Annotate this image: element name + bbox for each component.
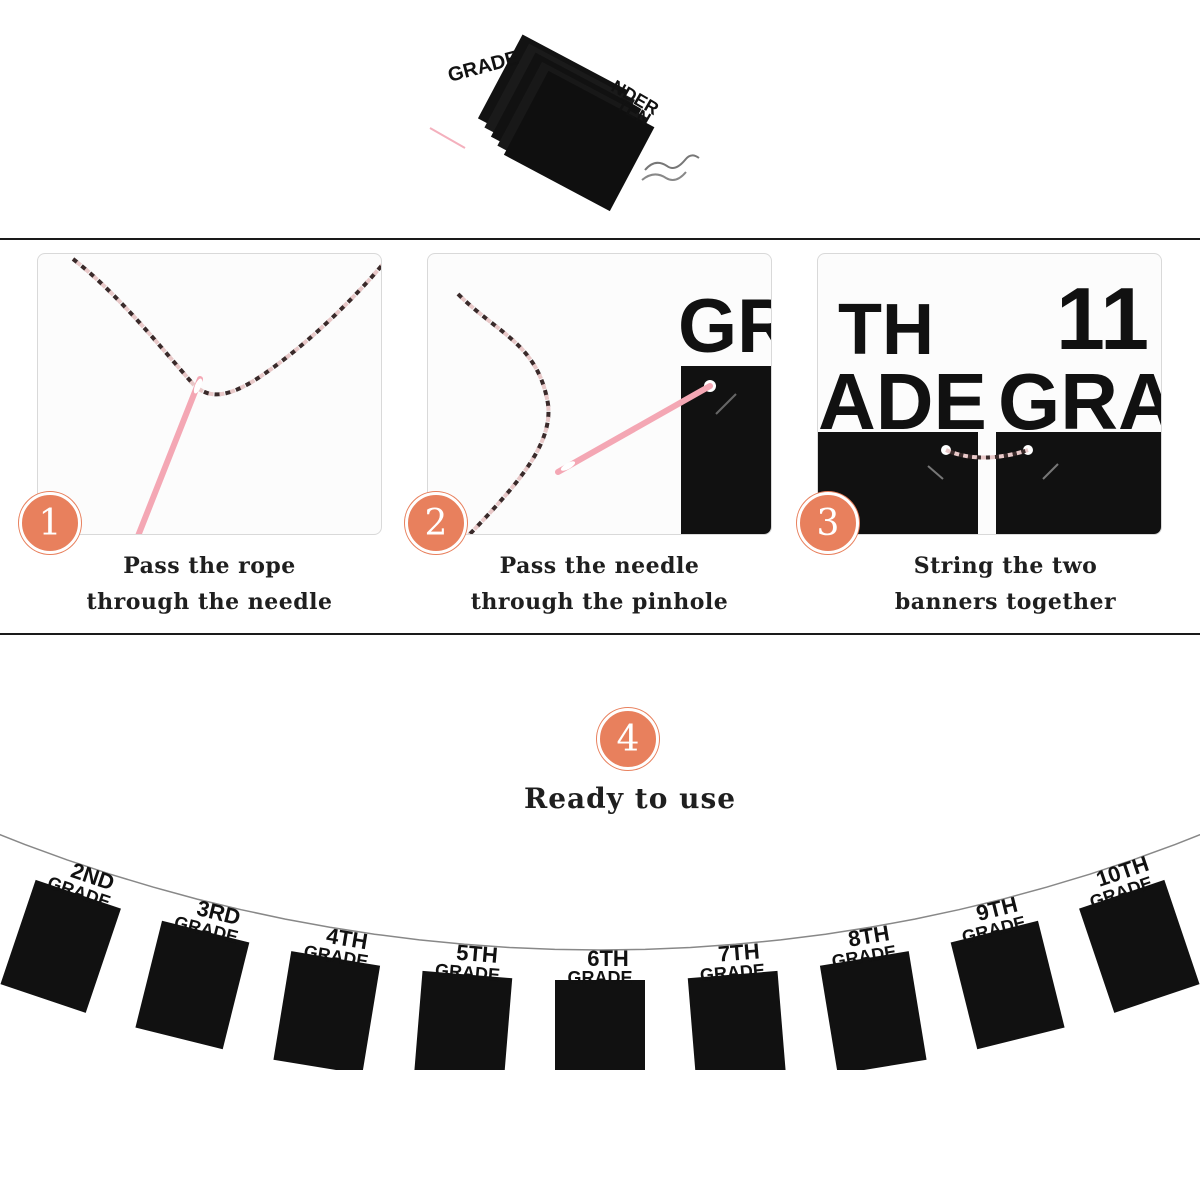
ready-caption: Ready to use [523,782,737,815]
banner-card-body [555,980,645,1070]
banner-label-top: 5TH [455,940,498,968]
banner-garland: KINDERGARTEN1STGRADE2NDGRADE3RDGRADE4THG… [0,798,1200,1070]
step-1-caption-line2: through the needle [86,589,333,615]
step-3-left-top-letters: TH [838,290,934,370]
banner-card-body [135,920,250,1050]
step-3-right-top-letters: 11 [1056,269,1149,368]
needle-pinhole-illustration: GR [456,284,772,534]
step-3-badge: 3 [797,492,859,554]
step-2-badge: 2 [405,492,467,554]
banner-card: 1STGRADE [0,798,9,966]
banner-card-body [950,920,1065,1050]
section-divider-top [0,238,1200,240]
step-1-caption: Pass the rope through the needle [37,548,382,620]
step-1-panel [37,253,382,535]
step-4-badge: 4 [597,708,659,770]
banner-card-body [687,970,787,1070]
step-2-caption: Pass the needle through the pinhole [427,548,772,620]
banner-card-body [1079,879,1200,1013]
banner-card: 11THGRADE [1191,798,1200,966]
banner-label-bottom: GRADE [567,968,632,988]
product-pack-image: GRADE NDER TEN [429,34,700,212]
step-3-panel: TH ADE 11 GRA [817,253,1162,535]
step-3-caption: String the two banners together [833,548,1178,620]
banner-label-top: 7TH [717,938,760,966]
banner-card-body [413,970,513,1070]
step-3-caption-line1: String the two [913,553,1098,579]
step-2-caption-line1: Pass the needle [499,553,700,579]
rope-needle-illustration [71,257,381,534]
banners-joined-illustration: TH ADE 11 GRA [818,269,1162,534]
banner-card-body [273,951,381,1070]
step-3-right-bottom-letters: GRA [998,357,1162,446]
banner-card-body [0,879,121,1013]
step-2-card-letters: GR [678,284,772,369]
step-1-badge: 1 [19,492,81,554]
step-3-left-bottom-letters: ADE [818,357,987,446]
step-2-panel: GR [427,253,772,535]
step-2-caption-line2: through the pinhole [470,589,729,615]
step-1-caption-line1: Pass the rope [123,553,296,579]
step-3-caption-line2: banners together [894,589,1117,615]
section-divider-bottom [0,633,1200,635]
garland-rope [0,833,1200,951]
banner-card-body [819,951,927,1070]
banner-label-top: 6TH [587,946,629,971]
